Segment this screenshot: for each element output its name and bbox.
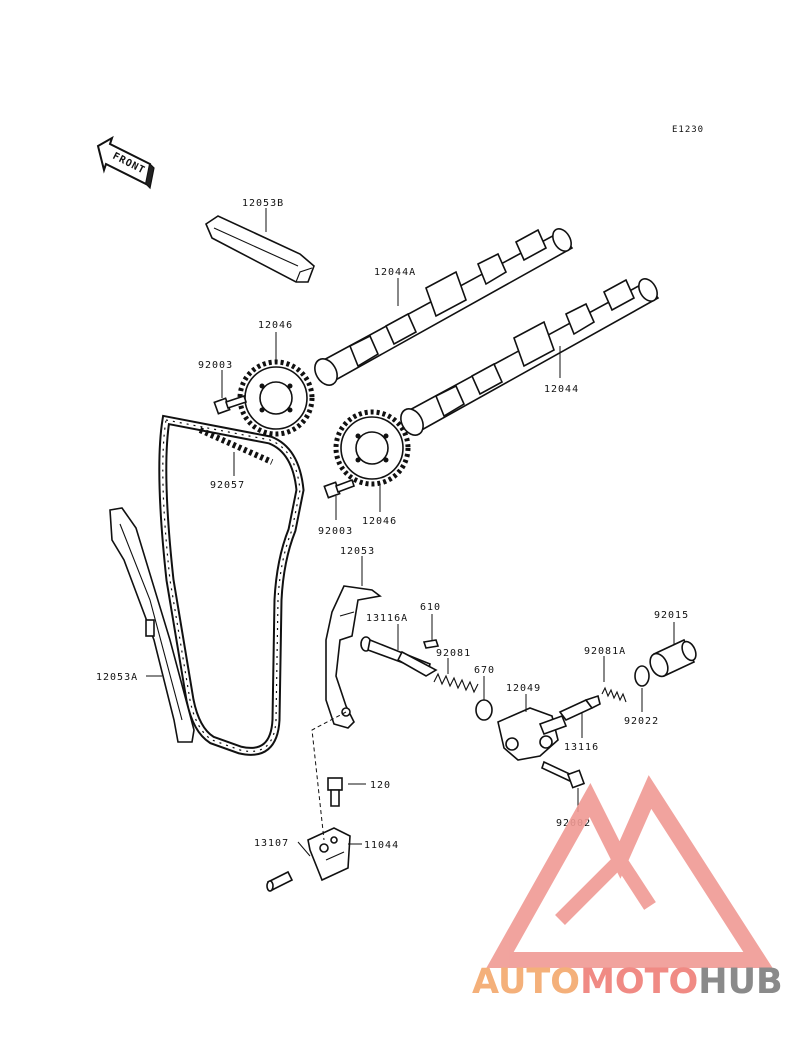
part-12053b-guide — [205, 215, 315, 283]
part-11044-bracket — [307, 827, 351, 882]
part-12053-tensioner-guide — [325, 585, 382, 729]
label-12046-lower: 12046 — [362, 516, 397, 527]
part-13107-pin — [266, 870, 294, 892]
label-13116a: 13116A — [366, 613, 408, 624]
part-610-pin — [422, 639, 440, 649]
part-92003-bolt-lower — [323, 478, 356, 499]
part-12046-sprocket-lower — [333, 409, 411, 487]
diagram-code: E1230 — [672, 125, 704, 135]
part-92022-washer — [634, 665, 650, 687]
watermark-hub: HUB — [698, 962, 783, 1002]
label-12044a: 12044A — [374, 267, 416, 278]
part-92081-spring — [433, 672, 479, 694]
part-92002-bolt — [541, 760, 586, 789]
watermark-brand-text: AUTOMOTOHUB — [472, 962, 792, 1002]
label-12053b: 12053B — [242, 198, 284, 209]
label-670: 670 — [474, 665, 495, 676]
part-12053a-guide — [109, 507, 195, 743]
watermark-moto: MOTO — [580, 962, 699, 1002]
label-12049: 12049 — [506, 683, 541, 694]
label-12046-upper: 12046 — [258, 320, 293, 331]
label-13116: 13116 — [564, 742, 599, 753]
part-12049-tensioner-body — [497, 707, 568, 761]
label-92003-upper: 92003 — [198, 360, 233, 371]
part-12044a-camshaft — [314, 228, 574, 386]
label-12044: 12044 — [544, 384, 579, 395]
label-92057: 92057 — [210, 480, 245, 491]
label-92081: 92081 — [436, 648, 471, 659]
part-92081a-spring — [601, 686, 627, 703]
part-92015-cap — [649, 638, 697, 678]
label-92022: 92022 — [624, 716, 659, 727]
label-120: 120 — [370, 780, 391, 791]
label-12053: 12053 — [340, 546, 375, 557]
label-610: 610 — [420, 602, 441, 613]
part-92057-cam-chain — [158, 414, 305, 756]
label-11044: 11044 — [364, 840, 399, 851]
front-arrow-icon: FRONT — [96, 135, 155, 190]
part-13116-plunger — [558, 694, 601, 721]
label-13107: 13107 — [254, 838, 289, 849]
part-670-o-ring — [475, 699, 493, 721]
label-92003-lower: 92003 — [318, 526, 353, 537]
part-12046-sprocket-upper — [237, 359, 315, 437]
watermark-logo-icon — [486, 775, 773, 968]
label-92081a: 92081A — [584, 646, 626, 657]
part-92003-bolt-upper — [213, 394, 248, 415]
label-12053a: 12053A — [96, 672, 138, 683]
part-12044-camshaft — [400, 278, 660, 436]
watermark-auto: AUTO — [472, 962, 581, 1002]
label-92015: 92015 — [654, 610, 689, 621]
part-13116a-rod — [360, 636, 438, 677]
part-120-bolt — [327, 777, 343, 807]
